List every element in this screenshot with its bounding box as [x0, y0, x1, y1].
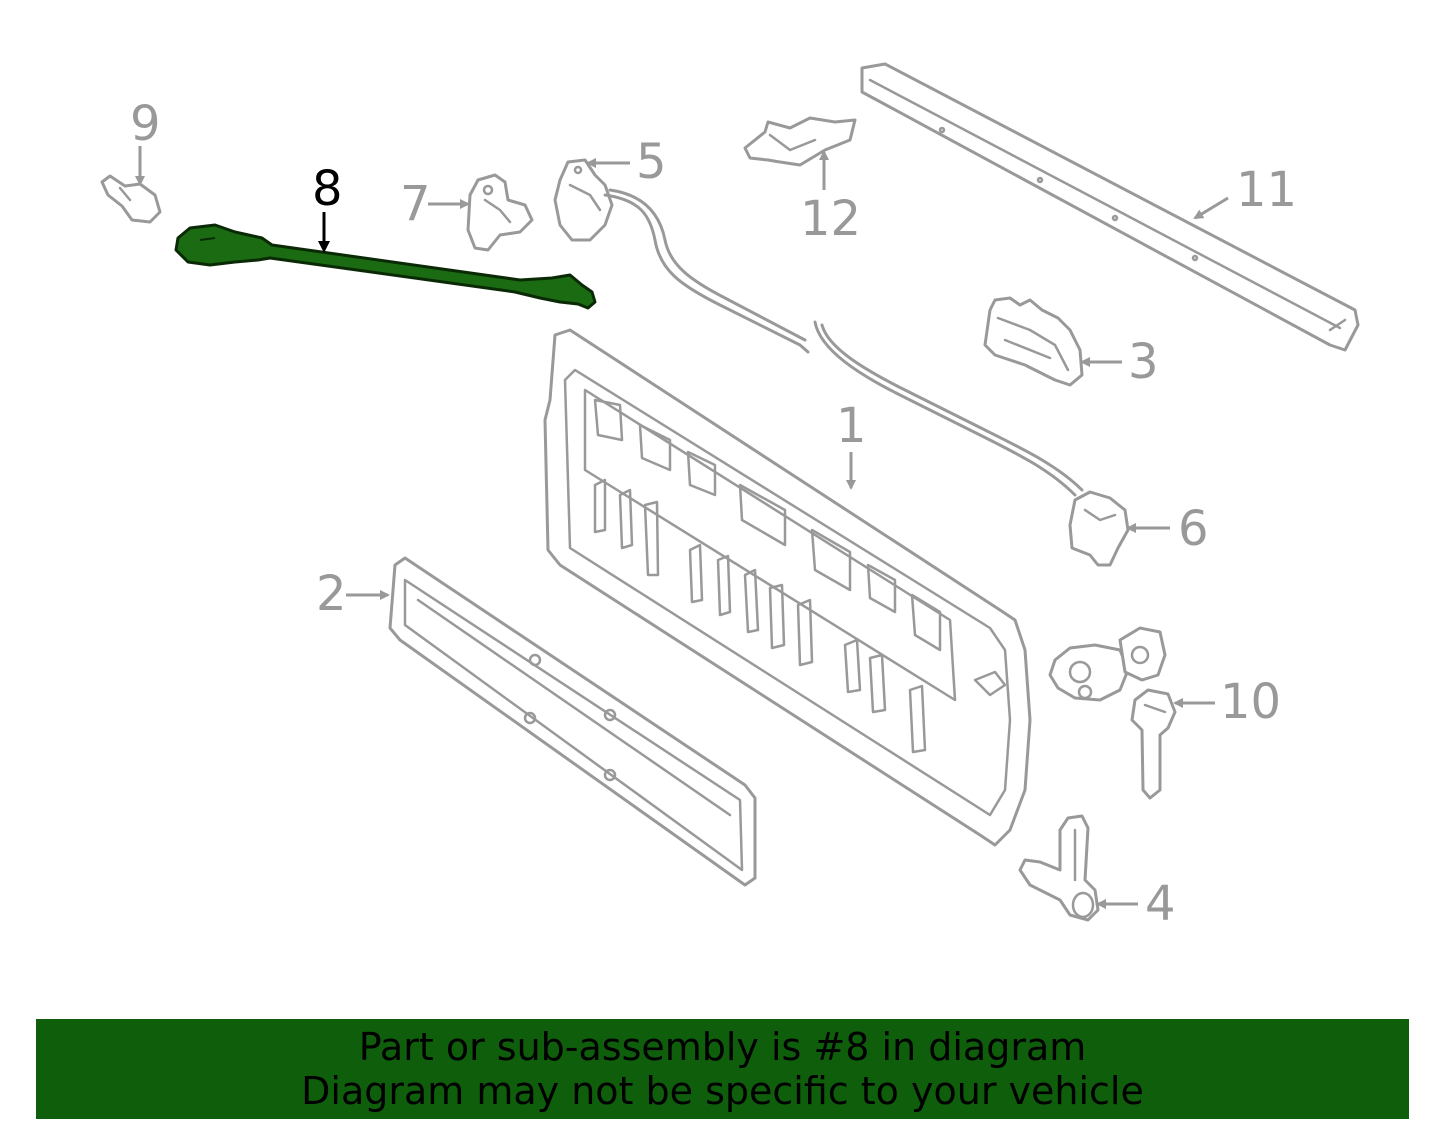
- part-3-latch[interactable]: [983, 296, 1084, 387]
- callout-6: 6: [1178, 501, 1209, 557]
- callout-1: 1: [836, 398, 867, 454]
- part-11-rail[interactable]: [860, 62, 1360, 352]
- part-8-cable-highlighted[interactable]: [174, 223, 597, 310]
- callout-11: 11: [1236, 162, 1297, 218]
- callout-4: 4: [1145, 876, 1176, 932]
- callout-7: 7: [400, 176, 431, 232]
- part-9-bolt[interactable]: [100, 174, 162, 224]
- banner-line-part-info: Part or sub-assembly is #8 in diagram: [358, 1025, 1087, 1069]
- parts-diagram: 1 2 3 4 5 6 7 8 9 10 11 12: [100, 62, 1360, 932]
- info-banner: Part or sub-assembly is #8 in diagram Di…: [36, 1019, 1409, 1119]
- part-2-panel[interactable]: [388, 556, 757, 887]
- callout-5: 5: [636, 134, 667, 190]
- callout-8: 8: [312, 161, 343, 217]
- part-10-lock-cylinder-key[interactable]: [1048, 626, 1177, 800]
- part-7-striker[interactable]: [466, 173, 534, 252]
- banner-line-disclaimer: Diagram may not be specific to your vehi…: [301, 1069, 1144, 1113]
- callout-2: 2: [316, 566, 347, 622]
- part-6-lock-rod[interactable]: [813, 320, 1130, 567]
- part-1-tailgate[interactable]: [543, 328, 1032, 847]
- callout-9: 9: [130, 96, 161, 152]
- part-4-hinge[interactable]: [1018, 814, 1100, 922]
- callout-3: 3: [1128, 334, 1159, 390]
- callout-10: 10: [1220, 674, 1281, 730]
- callout-12: 12: [800, 191, 861, 247]
- part-12-bracket[interactable]: [743, 116, 857, 167]
- part-5-lock-rod[interactable]: [553, 158, 810, 354]
